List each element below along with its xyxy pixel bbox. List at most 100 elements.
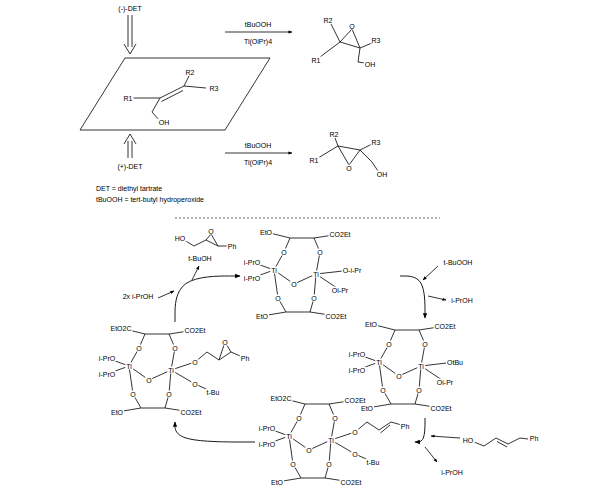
structure-label: O	[207, 228, 214, 235]
alkene-bonds	[133, 76, 206, 121]
cycle-arrow	[400, 276, 425, 318]
atom-label: O	[316, 249, 323, 256]
atom-label: Ti	[270, 267, 278, 274]
reagent-arrow	[428, 296, 446, 300]
atom-label: i-PrO	[348, 367, 366, 374]
titanium-tartrate-complex: EtOCO2Eti-PrOi-PrOOOTiOTiOOCO2EtEtOO-i-P…	[240, 226, 400, 326]
atom-label: O	[331, 415, 338, 422]
structure-label: R1	[309, 157, 320, 164]
bond-line	[301, 478, 325, 479]
atom-label: O	[191, 359, 198, 366]
atom-label: O	[415, 387, 422, 394]
atom-label: EtO	[270, 479, 284, 486]
bond-line	[145, 334, 169, 335]
bond-line	[367, 422, 379, 430]
atom-label: O	[171, 345, 178, 352]
reagent-arrow	[425, 447, 437, 462]
atom-label: i-PrO	[258, 425, 276, 432]
bond-line	[395, 330, 419, 331]
atom-label: i-PrO	[98, 355, 116, 362]
structure-label: R2	[329, 131, 340, 138]
atom-label: O	[191, 381, 198, 388]
cinnamyl-alcohol-bonds	[474, 438, 528, 447]
structure-label: OH	[158, 119, 171, 126]
bond-line	[391, 404, 415, 405]
atom-label: EtO	[255, 313, 269, 320]
bond-line	[290, 238, 314, 239]
divider-line	[175, 218, 440, 219]
double-bond-line	[381, 425, 391, 433]
structure-label: O	[348, 23, 355, 30]
atom-label: EtO	[259, 229, 273, 236]
reagent-arrow	[431, 436, 460, 438]
atom-label: CO2Et	[179, 409, 202, 416]
atom-label: OtBu	[446, 359, 464, 366]
atom-label: CO2Et	[183, 327, 206, 334]
atom-label: i-PrO	[348, 351, 366, 358]
structure-label: tBuOOH = tert-butyl hydroperoxide	[95, 196, 205, 203]
epoxy-alcohol-bonds	[184, 234, 228, 246]
structure-label: tBuOOH	[244, 21, 272, 28]
atom-label: O-i-Pr	[342, 267, 363, 274]
cycle-arrow	[415, 418, 425, 442]
structure-label: R3	[371, 139, 382, 146]
atom-label: Ti	[285, 433, 293, 440]
reagent-arrow	[192, 266, 199, 280]
structure-label: Ph	[529, 435, 540, 442]
atom-label: O	[280, 249, 287, 256]
bond-drawing	[240, 226, 400, 326]
structure-label: tBuOOH	[244, 142, 272, 149]
atom-label: O	[310, 295, 317, 302]
atom-label: CO2Et	[343, 397, 366, 404]
atom-label: EtO	[360, 405, 374, 412]
reaction-arrow	[225, 32, 292, 33]
atom-label: Ti	[125, 363, 133, 370]
atom-label: O	[289, 461, 296, 468]
reaction-arrow	[225, 153, 292, 154]
structure-label: HO	[174, 235, 187, 242]
bond-drawing	[95, 322, 255, 422]
structure-label: t-BuOOH	[443, 259, 474, 266]
structure-label: (+)-DET	[116, 163, 143, 170]
atom-label: EtO2C	[269, 395, 292, 402]
structure-label: Ph	[227, 243, 238, 250]
structure-label: 2x i-PrOH	[122, 293, 155, 300]
atom-label: Ti	[167, 367, 175, 374]
structure-label: i-PrOH	[440, 469, 463, 476]
structure-label: DET = diethyl tartrate	[95, 185, 163, 192]
atom-label: Ti	[417, 363, 425, 370]
atom-label: CO2Et	[339, 479, 362, 486]
atom-label: O	[135, 345, 142, 352]
molecular-plane	[80, 58, 270, 130]
atom-label: t-Bu	[366, 459, 381, 466]
structure-label: R3	[209, 85, 220, 92]
cycle-arrow	[175, 276, 240, 322]
atom-label: O	[385, 341, 392, 348]
structure-label: HO	[462, 437, 475, 444]
atom-label: Ti	[312, 271, 320, 278]
bond-line	[141, 408, 165, 409]
atom-label: O	[351, 429, 358, 436]
structure-label: Ti(OiPr)4	[243, 38, 273, 45]
titanium-tartrate-complex: EtO2CCO2Eti-PrOi-PrOOOTiOTiOOCO2EtEtOOPh…	[255, 392, 415, 492]
atom-label: EtO2C	[109, 325, 132, 332]
bond-line	[305, 404, 329, 405]
atom-label: CO2Et	[433, 323, 456, 330]
structure-label: O	[345, 165, 352, 172]
epoxide-bonds	[320, 24, 372, 63]
double-arrow	[124, 134, 136, 158]
structure-label: OH	[376, 171, 389, 178]
atom-label: CO2Et	[429, 405, 452, 412]
titanium-tartrate-complex: EtOCO2Eti-PrOi-PrOOOTiOTiOOCO2EtEtOOtBuO…	[345, 318, 505, 418]
structure-label: t-BuOH	[187, 255, 212, 262]
atom-label: i-PrO	[258, 441, 276, 448]
structure-label: i-PrOH	[450, 297, 473, 304]
bond-line	[207, 352, 219, 360]
atom-label: Oi-Pr	[436, 379, 454, 386]
atom-label: Oi-Pr	[331, 287, 349, 294]
atom-label: O	[305, 447, 312, 454]
atom-label: CO2Et	[324, 313, 347, 320]
structure-label: Ti(OiPr)4	[243, 159, 273, 166]
